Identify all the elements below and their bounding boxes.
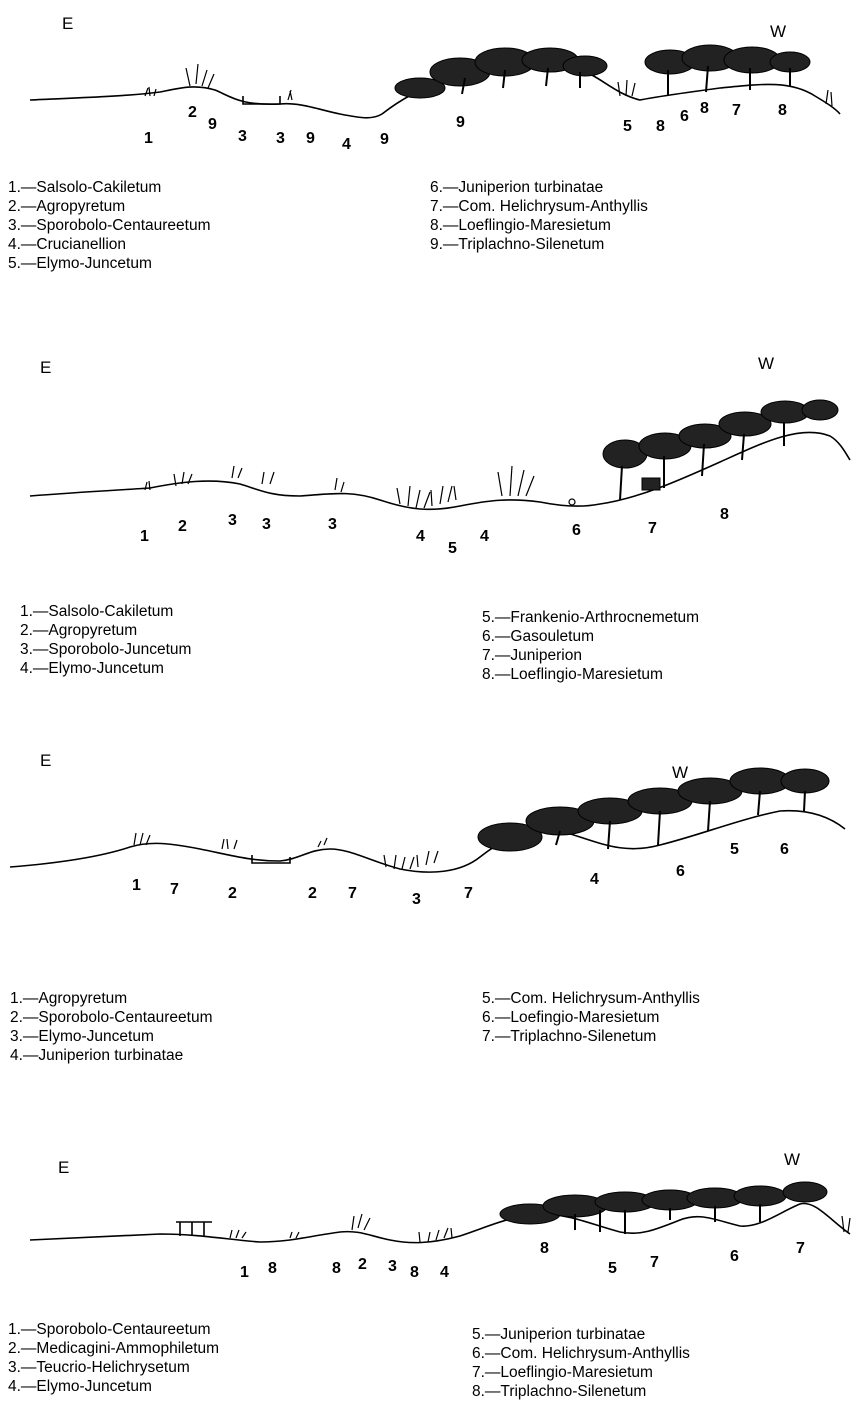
zone-number: 7 (348, 885, 357, 903)
zone-number: 6 (680, 108, 689, 126)
zone-number: 8 (720, 506, 729, 524)
legend-item: 7.—Com. Helichrysum-Anthyllis (430, 197, 648, 216)
legend-item: 4.—Elymo-Juncetum (20, 659, 191, 678)
legend-item: 3.—Teucrio-Helichrysetum (8, 1358, 219, 1377)
legend-item: 5.—Com. Helichrysum-Anthyllis (482, 989, 700, 1008)
dune-profile-panel-2: E W 1 2 3 3 (0, 350, 856, 700)
zone-number: 5 (608, 1260, 617, 1278)
legend-item: 7.—Loeflingio-Maresietum (472, 1363, 690, 1382)
dune-profile-panel-4: E W 1 8 8 (0, 1150, 856, 1411)
zone-number: 6 (676, 863, 685, 881)
legend-left: 1.—Salsolo-Cakiletum 2.—Agropyretum 3.—S… (20, 602, 191, 678)
legend-item: 3.—Sporobolo-Juncetum (20, 640, 191, 659)
legend-item: 6.—Gasouletum (482, 627, 699, 646)
zone-number: 2 (308, 885, 317, 903)
legend-item: 1.—Sporobolo-Centaureetum (8, 1320, 219, 1339)
zone-number: 4 (590, 871, 599, 889)
legend-item: 4.—Elymo-Juncetum (8, 1377, 219, 1396)
zone-number: 3 (412, 891, 421, 909)
legend-item: 5.—Juniperion turbinatae (472, 1325, 690, 1344)
legend-item: 1.—Agropyretum (10, 989, 212, 1008)
legend-item: 8.—Triplachno-Silenetum (472, 1382, 690, 1401)
zone-number: 8 (410, 1264, 419, 1282)
legend-item: 1.—Salsolo-Cakiletum (20, 602, 191, 621)
legend-left: 1.—Agropyretum 2.—Sporobolo-Centaureetum… (10, 989, 212, 1065)
legend-item: 7.—Juniperion (482, 646, 699, 665)
zone-number: 7 (648, 520, 657, 538)
dune-profile-drawing (0, 745, 856, 885)
zone-number: 3 (328, 516, 337, 534)
zone-number: 9 (208, 116, 217, 134)
zone-number: 8 (332, 1260, 341, 1278)
zone-number: 4 (440, 1264, 449, 1282)
zone-number: 7 (732, 102, 741, 120)
legend-right: 6.—Juniperion turbinatae 7.—Com. Helichr… (430, 178, 648, 254)
zone-number: 6 (572, 522, 581, 540)
legend-item: 8.—Loeflingio-Maresietum (482, 665, 699, 684)
zone-number: 1 (144, 130, 153, 148)
dune-profile-drawing (0, 0, 856, 150)
zone-number: 4 (480, 528, 489, 546)
legend-item: 9.—Triplachno-Silenetum (430, 235, 648, 254)
zone-number: 1 (140, 528, 149, 546)
legend-item: 7.—Triplachno-Silenetum (482, 1027, 700, 1046)
legend-item: 8.—Loeflingio-Maresietum (430, 216, 648, 235)
dune-profile-drawing (0, 350, 856, 530)
zone-number: 1 (132, 877, 141, 895)
zone-number: 4 (342, 136, 351, 154)
zone-number: 7 (796, 1240, 805, 1258)
legend-item: 2.—Agropyretum (8, 197, 210, 216)
zone-number: 7 (170, 881, 179, 899)
zone-number: 3 (276, 130, 285, 148)
legend-left: 1.—Salsolo-Cakiletum 2.—Agropyretum 3.—S… (8, 178, 210, 273)
zone-number: 2 (178, 518, 187, 536)
legend-item: 2.—Medicagini-Ammophiletum (8, 1339, 219, 1358)
zone-number: 2 (188, 104, 197, 122)
zone-number: 8 (268, 1260, 277, 1278)
legend-item: 4.—Crucianellion (8, 235, 210, 254)
zone-number: 9 (306, 130, 315, 148)
zone-number: 1 (240, 1264, 249, 1282)
zone-number: 8 (656, 118, 665, 136)
zone-number: 3 (262, 516, 271, 534)
zone-number: 6 (780, 841, 789, 859)
legend-right: 5.—Juniperion turbinatae 6.—Com. Helichr… (472, 1325, 690, 1401)
dune-profile-panel-1: E W (0, 0, 856, 300)
zone-number: 2 (228, 885, 237, 903)
zone-number: 8 (540, 1240, 549, 1258)
zone-number: 3 (228, 512, 237, 530)
legend-right: 5.—Frankenio-Arthrocnemetum 6.—Gasouletu… (482, 608, 699, 684)
legend-item: 2.—Sporobolo-Centaureetum (10, 1008, 212, 1027)
zone-number: 5 (623, 118, 632, 136)
zone-number: 3 (238, 128, 247, 146)
dune-profile-drawing (0, 1150, 856, 1260)
legend-left: 1.—Sporobolo-Centaureetum 2.—Medicagini-… (8, 1320, 219, 1396)
legend-item: 1.—Salsolo-Cakiletum (8, 178, 210, 197)
legend-item: 5.—Elymo-Juncetum (8, 254, 210, 273)
zone-number: 9 (456, 114, 465, 132)
zone-number: 4 (416, 528, 425, 546)
zone-number: 5 (730, 841, 739, 859)
legend-item: 5.—Frankenio-Arthrocnemetum (482, 608, 699, 627)
legend-right: 5.—Com. Helichrysum-Anthyllis 6.—Loefing… (482, 989, 700, 1046)
zone-number: 8 (700, 100, 709, 118)
legend-item: 6.—Com. Helichrysum-Anthyllis (472, 1344, 690, 1363)
zone-number: 2 (358, 1256, 367, 1274)
zone-number: 7 (650, 1254, 659, 1272)
legend-item: 2.—Agropyretum (20, 621, 191, 640)
legend-item: 3.—Sporobolo-Centaureetum (8, 216, 210, 235)
zone-number: 6 (730, 1248, 739, 1266)
zone-number: 9 (380, 131, 389, 149)
zone-number: 7 (464, 885, 473, 903)
legend-item: 3.—Elymo-Juncetum (10, 1027, 212, 1046)
zone-number: 3 (388, 1258, 397, 1276)
legend-item: 6.—Juniperion turbinatae (430, 178, 648, 197)
dune-profile-panel-3: E W 1 7 2 2 7 3 7 4 6 (0, 745, 856, 1085)
legend-item: 6.—Loefingio-Maresietum (482, 1008, 700, 1027)
zone-number: 5 (448, 540, 457, 558)
zone-number: 8 (778, 102, 787, 120)
legend-item: 4.—Juniperion turbinatae (10, 1046, 212, 1065)
